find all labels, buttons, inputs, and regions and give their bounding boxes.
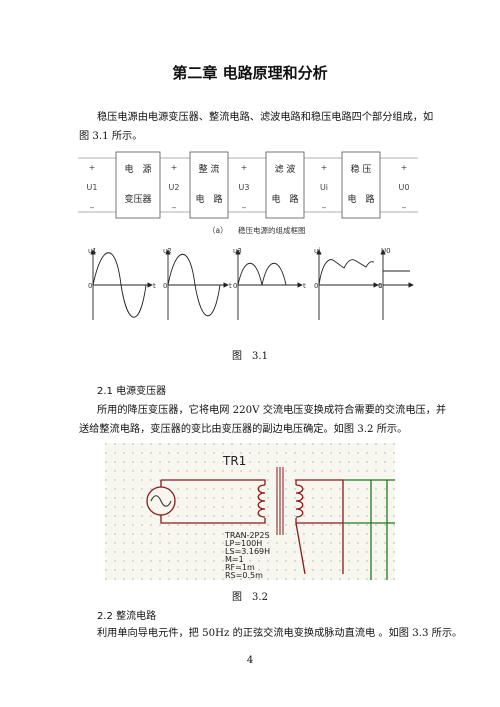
param-3: M=1 bbox=[225, 555, 244, 564]
sine-wave-2 bbox=[167, 253, 221, 317]
wave-label-u1: u1 bbox=[88, 247, 97, 255]
t-label: t bbox=[379, 282, 382, 290]
wave-label-u3: u3 bbox=[233, 247, 242, 255]
transformer-label: TR1 bbox=[222, 454, 246, 468]
section-2-1-heading: 2.1 电源变压器 bbox=[97, 386, 167, 397]
block-1-top: 电 源 bbox=[124, 163, 151, 175]
param-1: LP=100H bbox=[225, 539, 262, 548]
block-diagram: 电 源 变压器 整 流 电 路 滤 波 电 路 稳 压 电 路 + U1 _ +… bbox=[78, 151, 418, 235]
minus-sign: _ bbox=[241, 199, 247, 208]
section-2-1-line-1: 所用的降压变压器，它将电网 220V 交流电压变换成符合需要的交流电压，并 bbox=[97, 405, 447, 416]
block-2-top: 整 流 bbox=[199, 163, 220, 175]
intro-line-2: 图 3.1 所示。 bbox=[79, 131, 143, 142]
param-5: RS=0.5m bbox=[225, 571, 263, 580]
intro-line-1: 稳压电源由电源变压器、整流电路、滤波电路和稳压电路四个部分组成，如 bbox=[97, 112, 434, 123]
figure-3-1-caption: 图 3.1 bbox=[232, 351, 268, 362]
origin-label: 0 bbox=[378, 282, 382, 290]
origin-label: 0 bbox=[88, 282, 92, 290]
block-filter bbox=[265, 151, 305, 219]
sine-wave bbox=[92, 252, 147, 318]
plus-sign: + bbox=[241, 163, 248, 172]
transformer-schematic: TR1 TRAN-2P2S LP=100H LS=3.169H M=1 RF=1… bbox=[105, 443, 395, 580]
label-u0: U0 bbox=[399, 183, 410, 192]
output-nets bbox=[343, 479, 395, 580]
block-regulator bbox=[341, 151, 381, 219]
wave-label-u0: U0 bbox=[381, 247, 391, 255]
param-4: RF=1m bbox=[225, 563, 255, 572]
origin-label: 0 bbox=[314, 282, 318, 290]
label-u1: U1 bbox=[87, 183, 98, 192]
page-number: 4 bbox=[246, 655, 254, 666]
primary-wiring bbox=[160, 479, 344, 575]
origin-label: 0 bbox=[163, 282, 167, 290]
block-transformer bbox=[115, 151, 161, 219]
figure-3-2-caption: 图 3.2 bbox=[232, 592, 268, 603]
section-2-1-line-2: 送给整流电路，变压器的变比由变压器的副边电压确定。如图 3.2 所示。 bbox=[79, 424, 408, 435]
minus-sign: _ bbox=[89, 199, 95, 208]
transformer-core bbox=[276, 467, 284, 535]
t-label: t bbox=[153, 282, 156, 290]
label-ui: Ui bbox=[320, 183, 328, 192]
block-rectifier bbox=[189, 151, 229, 219]
wave-label-ui: ui bbox=[314, 247, 320, 255]
waveforms: u1 0 t u2 0 t u3 0 t ui 0 t U0 0 bbox=[88, 247, 414, 320]
label-u3: U3 bbox=[239, 183, 250, 192]
page-title: 第二章 电路原理和分析 bbox=[172, 64, 328, 82]
section-2-2-line-1: 利用单向导电元件，把 50Hz 的正弦交流电变换成脉动直流电 。如图 3.3 所… bbox=[97, 628, 463, 639]
ripple-wave bbox=[318, 259, 375, 286]
caption-tag: （a） bbox=[208, 226, 228, 235]
block-3-top: 滤 波 bbox=[275, 163, 296, 175]
block-1-bottom: 变压器 bbox=[124, 193, 151, 205]
block-4-bottom: 电 路 bbox=[347, 193, 374, 205]
label-u2: U2 bbox=[169, 183, 180, 192]
minus-sign: _ bbox=[401, 199, 407, 208]
origin-label: 0 bbox=[233, 282, 237, 290]
plus-sign: + bbox=[321, 163, 328, 172]
rectified-wave bbox=[237, 263, 287, 286]
block-4-top: 稳 压 bbox=[351, 163, 372, 175]
minus-sign: _ bbox=[171, 199, 177, 208]
plus-sign: + bbox=[401, 163, 408, 172]
block-2-bottom: 电 路 bbox=[195, 193, 222, 205]
param-0: TRAN-2P2S bbox=[224, 531, 270, 540]
minus-sign: _ bbox=[321, 199, 327, 208]
plus-sign: + bbox=[89, 163, 96, 172]
t-label: t bbox=[303, 282, 306, 290]
section-2-2-heading: 2.2 整流电路 bbox=[97, 611, 157, 622]
wave-label-u2: u2 bbox=[163, 247, 172, 255]
block-diagram-caption: 稳压电源的组成框图 bbox=[238, 225, 306, 235]
plus-sign: + bbox=[171, 163, 178, 172]
t-label: t bbox=[229, 282, 232, 290]
block-3-bottom: 电 路 bbox=[271, 193, 298, 205]
param-2: LS=3.169H bbox=[225, 547, 270, 556]
